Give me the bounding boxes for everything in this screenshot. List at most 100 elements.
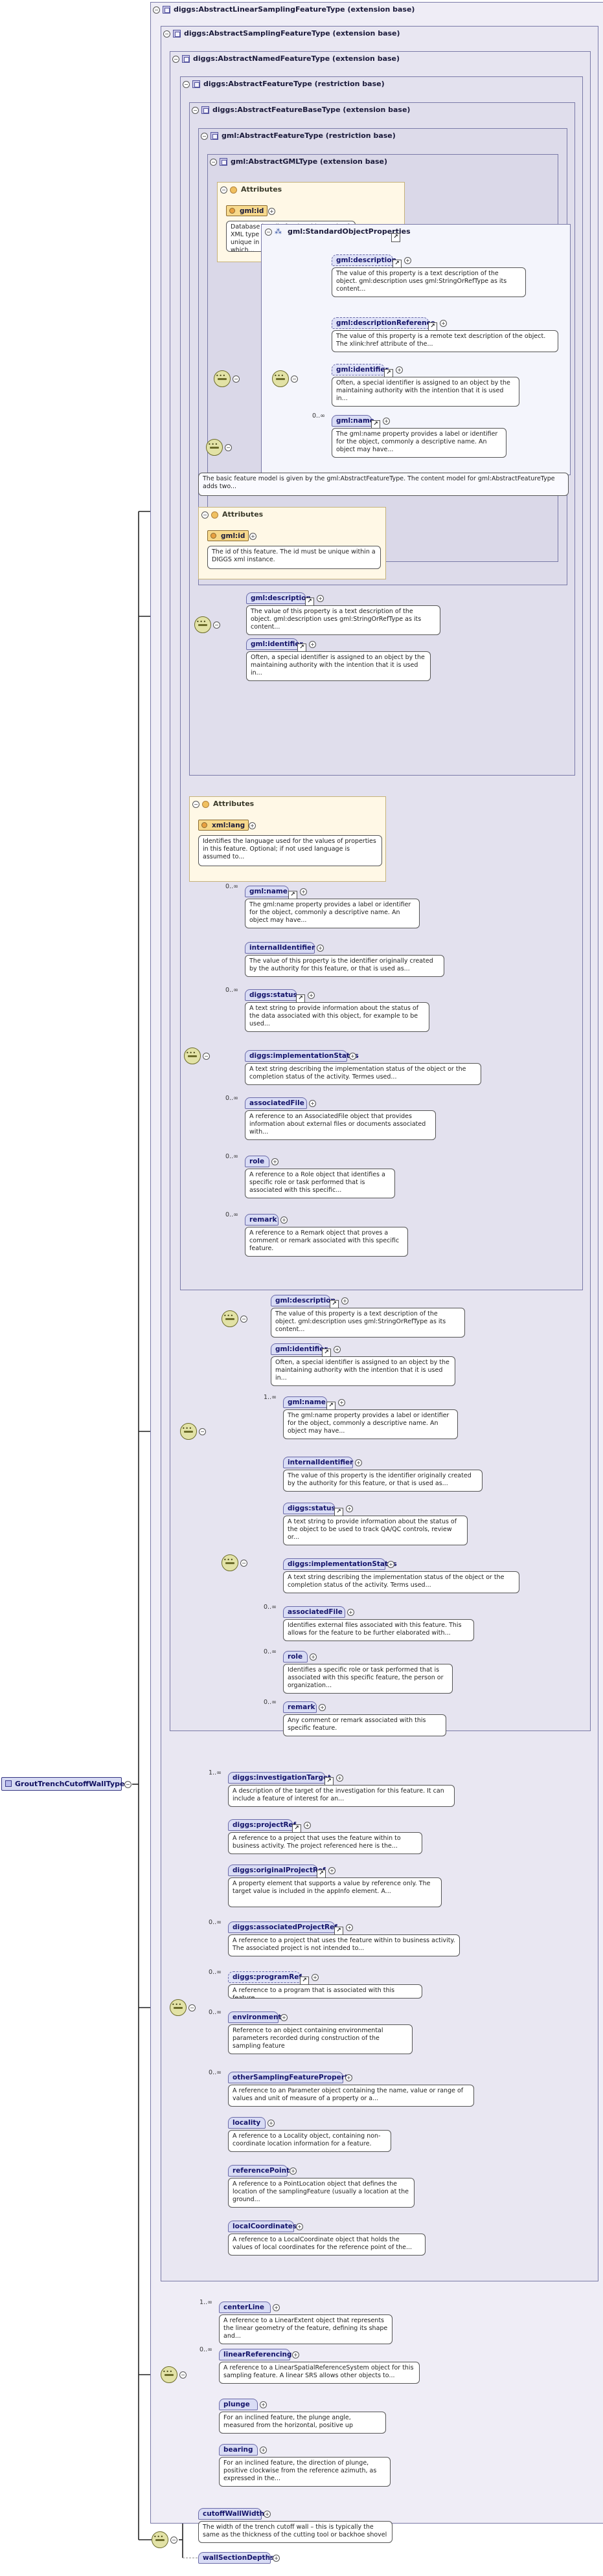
element-toggle-icon[interactable]: + bbox=[387, 1561, 394, 1568]
attributes-toggle-icon[interactable]: − bbox=[192, 801, 199, 808]
element-environment[interactable]: environment bbox=[228, 2011, 281, 2023]
sequence-toggle-icon[interactable]: − bbox=[170, 2537, 177, 2544]
named-restriction-sequence-icon[interactable] bbox=[180, 1423, 197, 1440]
attribute-gml-id[interactable]: gml:id bbox=[226, 205, 268, 216]
element-associatedFile[interactable]: associatedFile bbox=[245, 1097, 307, 1109]
element-gml-description[interactable]: gml:description bbox=[246, 592, 314, 607]
collapse-toggle-icon[interactable]: − bbox=[153, 6, 160, 14]
element-toggle-icon[interactable]: + bbox=[355, 1459, 362, 1466]
element-toggle-icon[interactable]: + bbox=[296, 2223, 303, 2230]
feature-sequence-icon[interactable] bbox=[194, 616, 211, 633]
element-toggle-icon[interactable]: + bbox=[308, 992, 315, 999]
sequence-toggle-icon[interactable]: − bbox=[240, 1560, 247, 1567]
sequence-toggle-icon[interactable]: − bbox=[203, 1053, 210, 1060]
attributes-toggle-icon[interactable]: − bbox=[201, 511, 209, 519]
element-toggle-icon[interactable]: + bbox=[346, 1924, 353, 1931]
group-toggle-icon[interactable]: − bbox=[265, 229, 272, 236]
element-diggs-status[interactable]: diggs:status bbox=[283, 1503, 343, 1517]
collapse-toggle-icon[interactable]: − bbox=[192, 107, 199, 114]
element-toggle-icon[interactable]: + bbox=[273, 2304, 280, 2311]
sequence-toggle-icon[interactable]: − bbox=[213, 622, 220, 629]
element-toggle-icon[interactable]: + bbox=[267, 2120, 275, 2127]
restriction-sequence-a-icon[interactable] bbox=[222, 1310, 238, 1327]
collapse-toggle-icon[interactable]: − bbox=[210, 159, 217, 166]
sequence-toggle-icon[interactable]: − bbox=[179, 2371, 187, 2379]
root-toggle-icon[interactable]: − bbox=[124, 1781, 131, 1788]
attributes-toggle-icon[interactable]: − bbox=[220, 186, 227, 194]
sequence-toggle-icon[interactable]: − bbox=[225, 444, 232, 451]
element-gml-name[interactable]: gml:name bbox=[245, 886, 297, 900]
restriction-sequence-b-icon[interactable] bbox=[222, 1554, 238, 1571]
element-toggle-icon[interactable]: + bbox=[264, 2511, 271, 2518]
element-diggs-implementationStatus[interactable]: diggs:implementationStatus bbox=[283, 1558, 397, 1570]
collapse-toggle-icon[interactable]: − bbox=[201, 133, 208, 140]
element-referencePoint[interactable]: referencePoint bbox=[228, 2165, 290, 2177]
element-toggle-icon[interactable]: + bbox=[396, 366, 403, 374]
element-toggle-icon[interactable]: + bbox=[336, 1775, 343, 1782]
element-role[interactable]: role bbox=[283, 1651, 308, 1663]
element-toggle-icon[interactable]: + bbox=[260, 2401, 267, 2408]
collapse-toggle-icon[interactable]: − bbox=[163, 30, 170, 38]
element-toggle-icon[interactable]: + bbox=[334, 1346, 341, 1353]
element-internalIdentifier[interactable]: internalIdentifier bbox=[283, 1457, 353, 1468]
element-toggle-icon[interactable]: + bbox=[300, 888, 307, 895]
collapse-toggle-icon[interactable]: − bbox=[172, 56, 179, 63]
element-role[interactable]: role bbox=[245, 1156, 269, 1167]
element-plunge[interactable]: plunge bbox=[219, 2399, 258, 2410]
element-toggle-icon[interactable]: + bbox=[317, 945, 324, 952]
element-diggs-implementationStatus[interactable]: diggs:implementationStatus bbox=[245, 1050, 359, 1062]
element-toggle-icon[interactable]: + bbox=[260, 2447, 267, 2454]
element-gml-description[interactable]: gml:description bbox=[332, 254, 402, 269]
element-otherSamplingFeatureProperty[interactable]: otherSamplingFeatureProperty bbox=[228, 2072, 352, 2083]
sequence-toggle-icon[interactable]: − bbox=[233, 375, 240, 383]
element-toggle-icon[interactable]: + bbox=[383, 418, 390, 425]
element-toggle-icon[interactable]: + bbox=[309, 641, 316, 648]
element-wallSectionDepths[interactable]: wallSectionDepths bbox=[198, 2552, 274, 2564]
element-toggle-icon[interactable]: + bbox=[304, 1822, 311, 1829]
gml-type-sequence-icon[interactable] bbox=[214, 370, 231, 387]
element-toggle-icon[interactable]: + bbox=[271, 1158, 279, 1165]
linear-sequence-icon[interactable] bbox=[161, 2366, 177, 2383]
element-toggle-icon[interactable]: + bbox=[338, 1399, 345, 1406]
element-toggle-icon[interactable]: + bbox=[341, 1297, 348, 1305]
attribute-toggle-icon[interactable]: + bbox=[249, 822, 256, 829]
element-gml-identifier[interactable]: gml:identifier bbox=[271, 1343, 331, 1358]
std-props-sequence-icon[interactable] bbox=[272, 370, 289, 387]
element-gml-descriptionReference[interactable]: gml:descriptionReference bbox=[332, 317, 437, 331]
sequence-toggle-icon[interactable]: − bbox=[188, 2004, 196, 2011]
sequence-toggle-icon[interactable]: − bbox=[199, 1428, 206, 1435]
element-gml-identifier[interactable]: gml:identifier bbox=[332, 364, 393, 378]
element-bearing[interactable]: bearing bbox=[219, 2444, 258, 2456]
element-diggs-projectRef[interactable]: diggs:projectRef bbox=[228, 1819, 301, 1833]
gml-feature-sequence-icon[interactable] bbox=[206, 439, 223, 456]
element-gml-name[interactable]: gml:name bbox=[283, 1396, 336, 1411]
element-toggle-icon[interactable]: + bbox=[310, 1653, 317, 1661]
group-ref-icon[interactable] bbox=[387, 227, 400, 242]
named-sequence-icon[interactable] bbox=[184, 1047, 201, 1064]
element-toggle-icon[interactable]: + bbox=[280, 1216, 288, 1224]
attribute-toggle-icon[interactable]: + bbox=[249, 533, 256, 540]
own-sequence-icon[interactable] bbox=[152, 2531, 168, 2548]
element-toggle-icon[interactable]: + bbox=[345, 2074, 352, 2081]
collapse-toggle-icon[interactable]: − bbox=[183, 81, 190, 88]
element-cutoffWallWidth[interactable]: cutoffWallWidth bbox=[198, 2508, 264, 2520]
element-toggle-icon[interactable]: + bbox=[312, 1974, 319, 1981]
element-gml-name[interactable]: gml:name bbox=[332, 415, 380, 429]
element-toggle-icon[interactable]: + bbox=[273, 2555, 280, 2562]
element-gml-description[interactable]: gml:description bbox=[271, 1295, 339, 1309]
element-diggs-associatedProjectRef[interactable]: diggs:associatedProjectRef bbox=[228, 1921, 343, 1936]
element-associatedFile[interactable]: associatedFile bbox=[283, 1606, 345, 1618]
element-localCoordinates[interactable]: localCoordinates bbox=[228, 2221, 297, 2232]
element-toggle-icon[interactable]: + bbox=[319, 1704, 326, 1711]
element-toggle-icon[interactable]: + bbox=[292, 2351, 299, 2358]
attribute-xml-lang[interactable]: xml:lang bbox=[198, 820, 249, 831]
element-toggle-icon[interactable]: + bbox=[280, 2014, 288, 2021]
element-toggle-icon[interactable]: + bbox=[328, 1867, 336, 1874]
element-toggle-icon[interactable]: + bbox=[290, 2167, 297, 2175]
element-toggle-icon[interactable]: + bbox=[309, 1100, 316, 1107]
element-toggle-icon[interactable]: + bbox=[346, 1505, 353, 1512]
attribute-gml-id[interactable]: gml:id bbox=[207, 530, 249, 541]
element-centerLine[interactable]: centerLine bbox=[219, 2302, 271, 2313]
element-toggle-icon[interactable]: + bbox=[317, 595, 324, 602]
root-element-grout-trench-cutoff-wall-type[interactable]: GroutTrenchCutoffWallType bbox=[1, 1777, 125, 1791]
